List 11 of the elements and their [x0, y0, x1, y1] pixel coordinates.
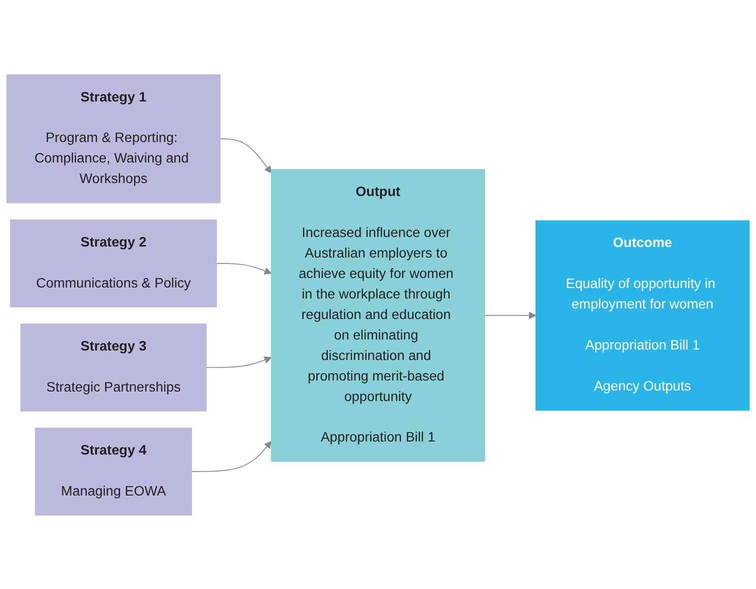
arrow — [220, 138, 272, 173]
node-box: Strategy 4 Managing EOWA — [34, 427, 192, 516]
arrow — [191, 440, 272, 472]
arrow — [484, 311, 536, 319]
node-box: Strategy 1 Program & Reporting: Compliance, Waiving and Workshops — [6, 74, 221, 203]
node-box: Strategy 2 Communications & Policy — [10, 218, 217, 307]
node-box: Strategy 3 Strategic Partnerships — [20, 323, 207, 411]
arrow — [216, 262, 272, 274]
arrow — [206, 356, 272, 368]
node-box: Outcome Equality of opportunity in employment for women Appropriation Bill 1 Agency Outputs — [535, 220, 750, 410]
node-box: Output Increased influence over Australian employers to achieve equity for women in the workplace through regulation and education on eliminating discrimination and promoting merit-based opportunity Appropriation Bill 1 — [270, 168, 486, 462]
